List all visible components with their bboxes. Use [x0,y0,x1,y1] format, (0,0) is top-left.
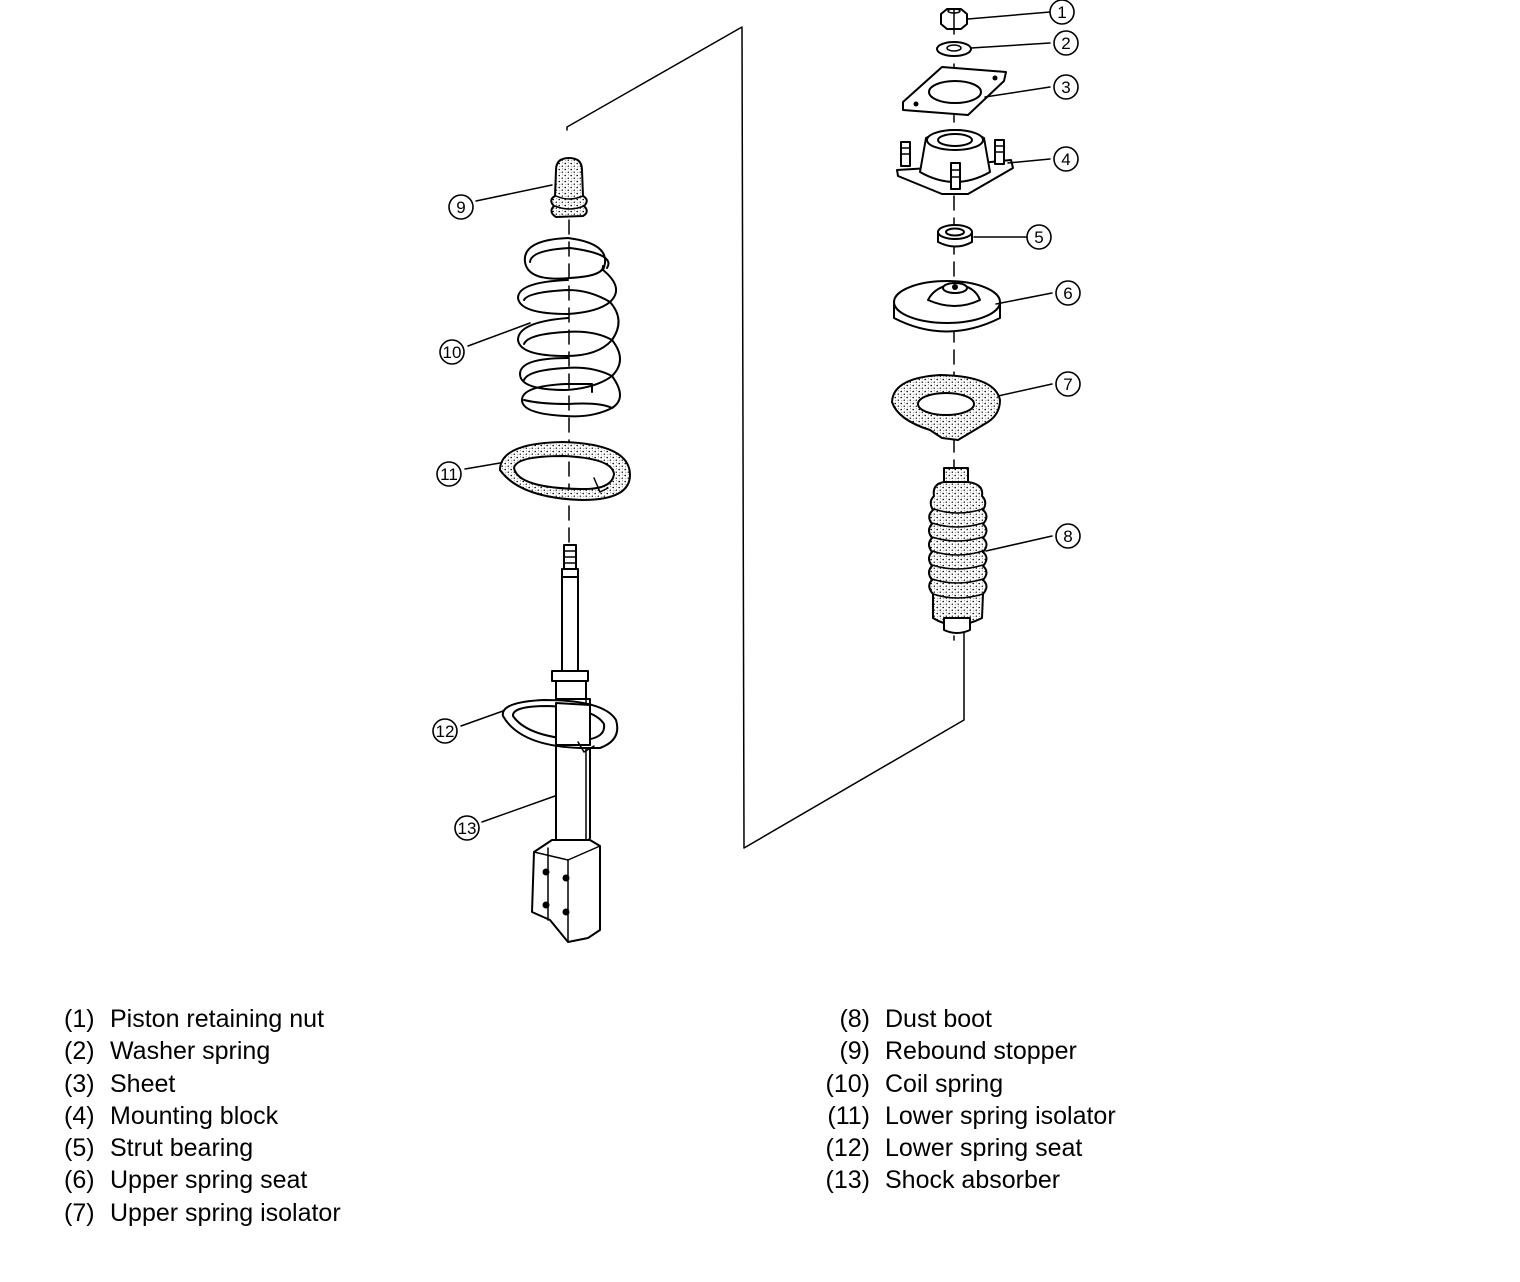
legend-item-label: Dust boot [885,1005,993,1033]
legend-item-label: Lower spring seat [885,1134,1083,1163]
legend-item-number: (1) [64,1005,95,1033]
legend-left-column: (1)Piston retaining nut(2)Washer spring(… [64,1003,341,1229]
callout-2: 2 [1053,30,1079,56]
legend-item: (7) Upper spring isolator [64,1197,341,1229]
upper-spring-seat-part [893,280,1001,333]
legend-item: (2) Washer spring [64,1035,341,1067]
callout-13: 13 [454,815,480,841]
strut-bearing-part [937,224,973,248]
callout-number: 4 [1061,150,1070,169]
legend-item-label: Mounting block [110,1101,279,1130]
legend-item-number: (3) [64,1069,95,1098]
legend-item: (5) Strut bearing [64,1132,341,1164]
callout-number: 3 [1061,78,1070,97]
washer-spring-part [936,41,972,57]
callout-number: 11 [440,465,458,484]
legend-item-number: (7) [64,1198,95,1227]
legend-item-label: Sheet [110,1069,176,1098]
legend-item: (12) Lower spring seat [823,1132,1116,1164]
callout-5: 5 [1026,224,1052,250]
legend-item-label: Coil spring [885,1069,1004,1098]
rebound-stopper-part [550,157,588,218]
legend-item-number: (11) [827,1101,870,1130]
upper-spring-isolator-part [891,374,1001,441]
callout-4: 4 [1053,146,1079,172]
lower-spring-isolator-part [499,441,631,501]
callout-1: 1 [1049,0,1075,25]
legend-item-number: (10) [825,1069,870,1098]
legend-item: (4) Mounting block [64,1100,341,1132]
legend-item-number: (9) [839,1037,870,1066]
dust-boot-part [928,467,988,634]
legend-item-label: Shock absorber [885,1166,1061,1195]
lower-spring-seat-part [501,699,619,753]
assembly-connection-line [566,26,965,849]
callout-6: 6 [1055,280,1081,306]
legend-item-label: Rebound stopper [885,1037,1077,1066]
callout-8: 8 [1055,523,1081,549]
callout-number: 12 [436,722,455,741]
legend-item-number: (8) [839,1005,870,1033]
coil-spring-part [517,237,621,418]
legend-item-label: Lower spring isolator [885,1101,1116,1130]
callout-12: 12 [432,718,458,744]
legend-item: (1) Piston retaining nut [64,1003,341,1035]
legend-item-number: (6) [64,1166,95,1195]
legend-item-number: (5) [64,1134,95,1163]
callout-number: 1 [1057,3,1066,22]
legend-item-number: (12) [825,1134,870,1163]
callout-number: 2 [1061,34,1070,53]
callout-3: 3 [1053,74,1079,100]
callout-number: 7 [1063,375,1072,394]
callout-number: 13 [458,819,477,838]
legend-item: (6) Upper spring seat [64,1164,341,1196]
legend-item: (11) Lower spring isolator [823,1100,1116,1132]
legend-item-label: Upper spring seat [110,1166,308,1195]
legend-item-number: (4) [64,1101,95,1130]
callout-leaders [460,11,1053,823]
callout-number: 6 [1063,284,1072,303]
legend-item-label: Strut bearing [110,1134,254,1163]
piston-retaining-nut-part [940,8,968,30]
legend-item-number: (13) [825,1166,870,1195]
legend-item: (3) Sheet [64,1068,341,1100]
legend-item-label: Piston retaining nut [110,1005,325,1033]
legend-item: (13) Shock absorber [823,1164,1116,1196]
legend-item-number: (2) [64,1037,95,1066]
callout-7: 7 [1055,371,1081,397]
callout-number: 5 [1034,228,1043,247]
legend-item: (10) Coil spring [823,1068,1116,1100]
callout-number: 9 [456,198,465,217]
legend-item-label: Washer spring [110,1037,271,1066]
callout-11: 11 [436,461,462,487]
legend-item: (9) Rebound stopper [823,1035,1116,1067]
mounting-block-part [896,129,1014,195]
callout-9: 9 [448,194,474,220]
callout-10: 10 [439,339,465,365]
legend-right-column: (8) Dust boot (9) Rebound stopper (10) Coil s… [823,1003,1116,1197]
sheet-part [902,66,1007,116]
legend-item: (8) Dust boot [823,1003,1116,1035]
callout-number: 8 [1063,527,1072,546]
callout-number: 10 [443,343,462,362]
legend-item-label: Upper spring isolator [110,1198,341,1227]
